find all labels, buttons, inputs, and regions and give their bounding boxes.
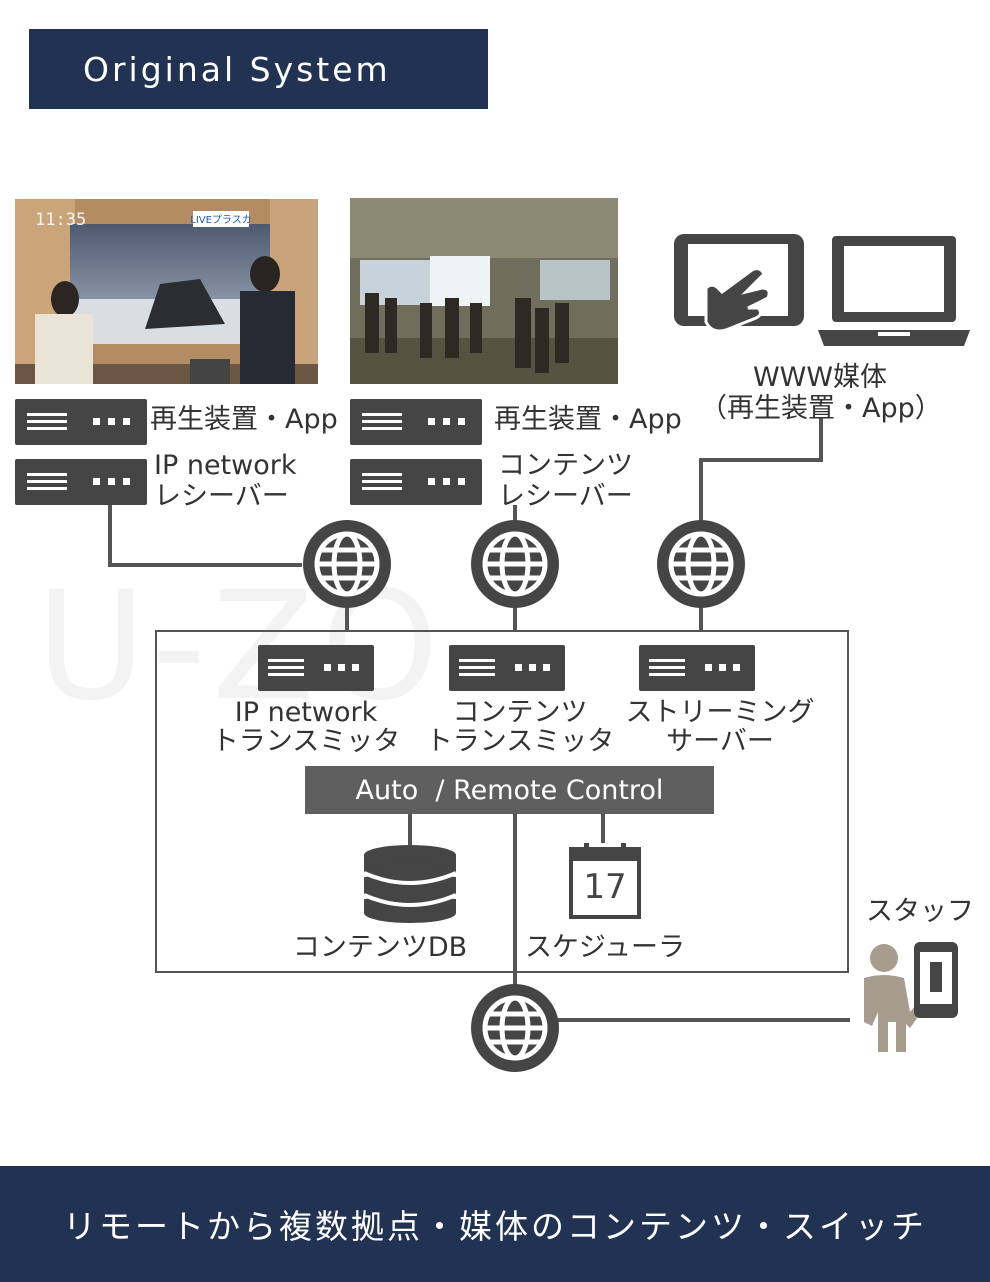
globe-network-icon-2 (471, 520, 559, 608)
globe-network-icon-3 (657, 520, 745, 608)
content-db-label: コンテンツDB (292, 932, 468, 963)
streaming-server-label-1: ストリーミング (625, 697, 815, 728)
auto-remote-control-bar: Auto / Remote Control (305, 766, 714, 814)
streaming-server-device-icon (639, 645, 755, 691)
laptop-icon (818, 236, 970, 346)
channel-badge: LIVEプラスカ (190, 214, 251, 226)
content-transmitter-label-2: トランスミッタ (425, 726, 615, 757)
left-receiver-label-1: IP network (154, 450, 297, 481)
footer-banner: リモートから複数拠点・媒体のコンテンツ・スイッチ (0, 1166, 990, 1282)
tv-studio-photo: LIVEプラスカ 11:35 (15, 199, 318, 384)
calendar-icon: 17 (569, 843, 641, 919)
ip-transmitter-device-icon (258, 645, 374, 691)
left-receiver-device-icon (15, 459, 147, 505)
staff-person-icon (864, 942, 958, 1052)
venue-photo (350, 198, 618, 384)
calendar-day: 17 (583, 867, 627, 907)
tv-studio-image: LIVEプラスカ 11:35 (15, 199, 318, 384)
ip-transmitter-label-1: IP network (234, 697, 378, 728)
content-transmitter-device-icon (449, 645, 565, 691)
streaming-server-label-2: サーバー (666, 726, 774, 757)
middle-receiver-device-icon (350, 459, 482, 505)
clock-overlay: 11:35 (35, 210, 86, 230)
www-label-2: （再生装置・App） (700, 393, 942, 424)
middle-player-device-icon (350, 399, 482, 445)
content-transmitter-label-1: コンテンツ (452, 697, 588, 728)
footer-tagline: リモートから複数拠点・媒体のコンテンツ・スイッチ (63, 1207, 927, 1246)
control-label: Auto / Remote Control (355, 774, 664, 806)
left-receiver-label-2: レシーバー (154, 481, 289, 512)
globe-network-icon-bottom (471, 984, 559, 1072)
middle-receiver-label-2: レシーバー (498, 481, 633, 512)
scheduler-label: スケジューラ (524, 932, 686, 963)
www-label-1: WWW媒体 (752, 362, 888, 393)
system-frame (155, 630, 849, 973)
tablet-touch-icon (674, 234, 804, 333)
page-title: Original System (83, 49, 391, 89)
middle-receiver-label-1: コンテンツ (498, 450, 633, 481)
staff-label: スタッフ (866, 896, 974, 927)
left-player-label: 再生装置・App (150, 404, 338, 435)
globe-network-icon-1 (303, 520, 391, 608)
ip-transmitter-label-2: トランスミッタ (211, 726, 401, 757)
left-player-device-icon (15, 399, 147, 445)
venue-image (350, 198, 618, 384)
database-icon (363, 845, 457, 923)
middle-player-label: 再生装置・App (494, 404, 682, 435)
title-banner: Original System (29, 29, 488, 109)
